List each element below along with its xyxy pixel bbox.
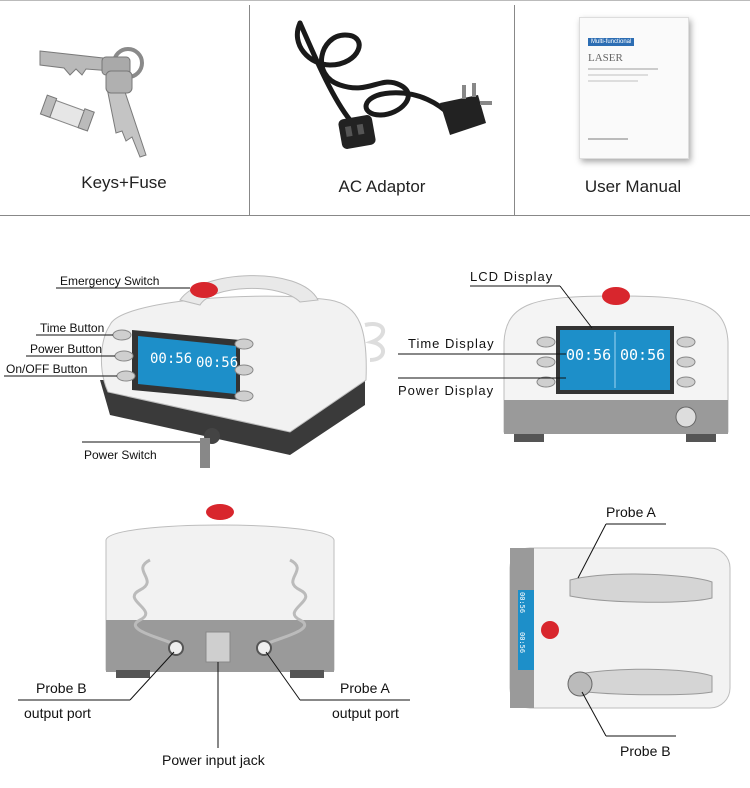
side-lcd-time-left: 00:56 [518, 592, 526, 614]
face-lcd-screen: 00:56 00:56 [562, 332, 670, 388]
label-probe-b-port-line2: output port [24, 705, 91, 721]
label-emergency-switch: Emergency Switch [60, 274, 160, 288]
device-back-view [18, 504, 410, 748]
label-power-input-jack: Power input jack [162, 752, 265, 768]
face-lcd-time-left: 00:56 [566, 346, 612, 364]
label-time-display: Time Display [408, 336, 495, 351]
accessory-user-manual: Multi-functional LASER User Manual [514, 5, 750, 215]
manual-text-line [588, 80, 638, 82]
manual-text-line [588, 138, 628, 140]
label-probe-a-top: Probe A [606, 504, 656, 520]
ac-adaptor-caption: AC Adaptor [338, 177, 426, 196]
keys-fuse-icon [39, 47, 147, 158]
label-time-button: Time Button [40, 321, 105, 335]
device-front-view [4, 275, 385, 468]
user-manual-caption: User Manual [584, 177, 682, 196]
manual-text-line [588, 68, 658, 70]
manual-booklet-icon: Multi-functional LASER [579, 17, 689, 159]
front-lcd-screen: 00:56 00:56 [146, 343, 238, 377]
device-top-view [509, 523, 731, 737]
label-probe-b-port-line1: Probe B [36, 680, 87, 696]
power-cord-icon [294, 20, 492, 149]
label-probe-a-port-line2: output port [332, 705, 399, 721]
label-probe-a-port-line1: Probe A [340, 680, 390, 696]
side-lcd-time-right: 00:56 [518, 632, 526, 654]
accessory-keys-fuse: Keys+Fuse [0, 5, 248, 215]
label-lcd-display: LCD Display [470, 269, 554, 284]
accessory-ac-adaptor: AC Adaptor [249, 5, 514, 215]
device-face-view [398, 285, 729, 442]
manual-title: LASER [588, 52, 623, 64]
side-lcd-screen: 00:56 00:56 [518, 590, 534, 670]
front-lcd-time-left: 00:56 [150, 351, 193, 367]
manual-text-line [588, 74, 648, 76]
accessories-panel: Keys+Fuse AC Adaptor Multi-functional LA… [0, 0, 750, 216]
label-onoff-button: On/OFF Button [6, 362, 88, 376]
label-power-button: Power Button [30, 342, 103, 356]
front-lcd-time-right: 00:56 [196, 355, 239, 371]
label-power-display: Power Display [398, 383, 495, 398]
label-probe-b-top: Probe B [620, 743, 671, 759]
label-power-switch: Power Switch [84, 448, 157, 462]
face-lcd-time-right: 00:56 [620, 346, 666, 364]
manual-badge: Multi-functional [588, 38, 635, 46]
keys-fuse-caption: Keys+Fuse [81, 173, 167, 192]
